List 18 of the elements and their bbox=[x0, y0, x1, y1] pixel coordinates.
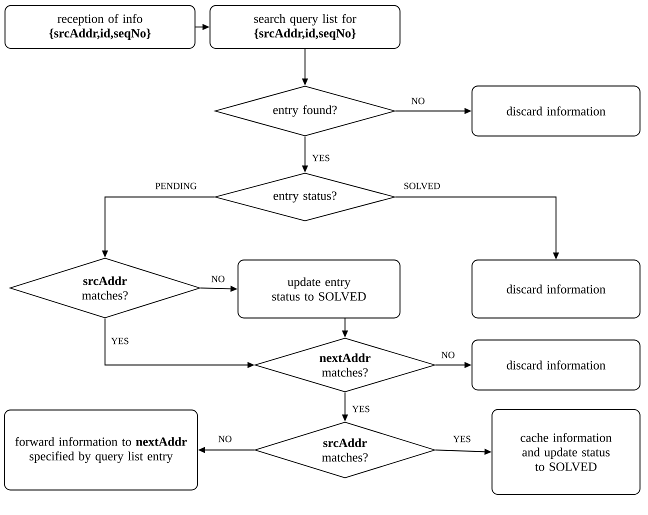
edge-label: NO bbox=[410, 96, 426, 106]
process-box: forward information to nextAddr specified by query list entry bbox=[4, 410, 198, 490]
process-box: discard information bbox=[472, 86, 640, 136]
edge-label: SOLVED bbox=[402, 182, 442, 190]
process-box: update entry status to SOLVED bbox=[238, 260, 400, 318]
process-box: reception of info {srcAddr,id,seqNo} bbox=[4, 5, 196, 49]
edge-label: NO bbox=[217, 434, 233, 444]
process-box: discard information bbox=[472, 340, 640, 390]
process-box: discard information bbox=[472, 260, 640, 318]
edge-label: NO bbox=[440, 350, 456, 360]
process-box: cache information and update status to SOLVED bbox=[492, 409, 640, 495]
edge-label: YES bbox=[452, 434, 472, 444]
edge-label: NO bbox=[210, 274, 226, 284]
edge-label: YES bbox=[311, 154, 331, 162]
edge-label: YES bbox=[110, 336, 130, 346]
process-box: search query list for {srcAddr,id,seqNo} bbox=[210, 5, 400, 49]
edge-label: YES bbox=[351, 404, 371, 414]
edge-label: PENDING bbox=[154, 182, 198, 190]
